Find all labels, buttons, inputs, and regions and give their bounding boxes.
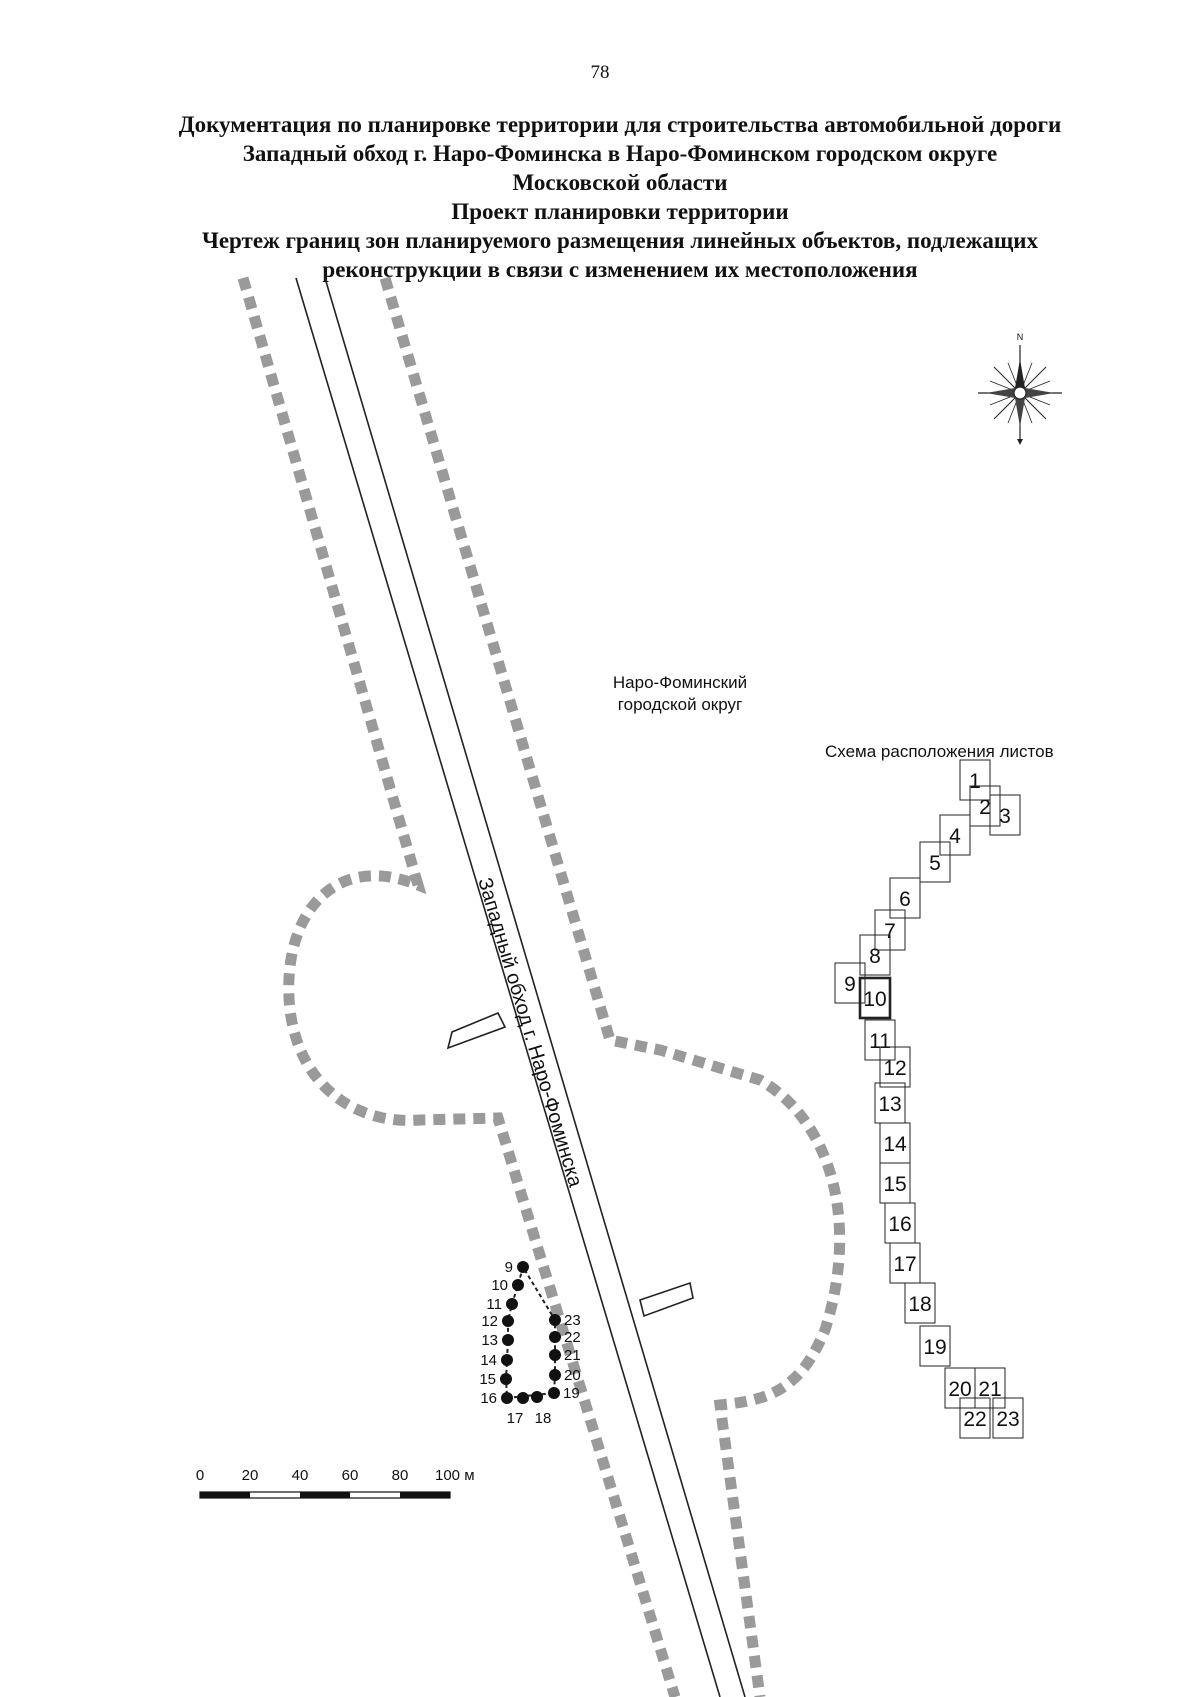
compass-rose-icon: [978, 345, 1062, 445]
sheet-number: 20: [948, 1378, 971, 1401]
sheet-scheme-title: Схема расположения листов: [825, 742, 1054, 761]
point-label: 17: [507, 1410, 524, 1427]
north-label: N: [1017, 332, 1024, 342]
scale-label: 0: [196, 1467, 204, 1484]
boundary-point: [506, 1298, 518, 1310]
boundary-point: [502, 1315, 514, 1327]
scale-bar: [199, 1491, 451, 1499]
district-label-line-2: городской округ: [618, 695, 742, 714]
scale-label: 100 м: [435, 1467, 475, 1484]
sheet-box: [834, 962, 866, 1004]
boundary-point: [548, 1387, 560, 1399]
sheet-box: [939, 814, 971, 856]
scale-label: 80: [392, 1467, 409, 1484]
point-label: 13: [481, 1332, 498, 1349]
title-line-1: Документация по планировке территории дл…: [178, 112, 1062, 137]
boundary-point: [500, 1373, 512, 1385]
page-number: 78: [590, 62, 610, 83]
sheet-box: [992, 1397, 1024, 1439]
sheet-number: 17: [893, 1253, 916, 1276]
boundary-point: [549, 1314, 561, 1326]
point-label: 23: [564, 1312, 581, 1329]
zone-boundary-right: [379, 276, 846, 1697]
sheet-box: [919, 841, 951, 883]
point-label: 10: [491, 1277, 508, 1294]
boundary-point: [501, 1392, 513, 1404]
sheet-number: 5: [929, 852, 941, 875]
sheet-number: 16: [888, 1213, 911, 1236]
sheet-box: [904, 1282, 936, 1324]
road: [295, 277, 746, 1697]
boundary-point: [512, 1279, 524, 1291]
sheet-number: 4: [949, 825, 961, 848]
boundary-point: [549, 1349, 561, 1361]
boundary-point: [502, 1334, 514, 1346]
title-line-2: Западный обход г. Наро-Фоминска в Наро-Ф…: [242, 141, 998, 166]
sheet-number: 8: [869, 945, 881, 968]
point-label: 14: [480, 1352, 497, 1369]
sheet-number: 19: [923, 1336, 946, 1359]
title-line-6: реконструкции в связи с изменением их ме…: [322, 257, 918, 282]
sheet-number: 23: [996, 1408, 1019, 1431]
point-label: 16: [480, 1390, 497, 1407]
boundary-point: [549, 1369, 561, 1381]
boundary-point: [531, 1391, 543, 1403]
sheet-box: [859, 934, 891, 976]
sheet-box: [919, 1325, 951, 1367]
point-label: 12: [481, 1313, 498, 1330]
scale-label: 40: [292, 1467, 309, 1484]
sheet-box: [959, 759, 991, 801]
sheet-box: [969, 785, 1001, 827]
sheet-number: 13: [878, 1093, 901, 1116]
title-line-3: Московской области: [512, 170, 728, 195]
sheet-number: 2: [979, 796, 991, 819]
point-label: 18: [535, 1410, 552, 1427]
title-line-5: Чертеж границ зон планируемого размещени…: [201, 228, 1039, 253]
sheet-number: 3: [999, 805, 1011, 828]
district-label-line-1: Наро-Фоминский: [613, 673, 747, 692]
title-line-4: Проект планировки территории: [451, 199, 789, 224]
sheet-number: 7: [884, 920, 896, 943]
point-label: 20: [564, 1367, 581, 1384]
sheet-number: 21: [978, 1378, 1001, 1401]
point-label: 11: [486, 1296, 502, 1313]
sheet-number: 12: [883, 1057, 906, 1080]
sheet-box: [989, 794, 1021, 836]
sheet-number: 9: [844, 973, 856, 996]
sheet-number: 10: [863, 988, 886, 1011]
scale-label: 60: [342, 1467, 359, 1484]
sheet-number: 18: [908, 1293, 931, 1316]
sheet-number: 1: [969, 770, 981, 793]
boundary-point: [501, 1354, 513, 1366]
point-label: 21: [564, 1347, 581, 1364]
scale-labels: 0 20 40 60 80 100 м: [196, 1467, 475, 1484]
sheet-box: [959, 1397, 991, 1439]
sheet-number: 6: [899, 888, 911, 911]
boundary-point: [549, 1331, 561, 1343]
document-title: Документация по планировке территории дл…: [130, 110, 1110, 284]
boundary-point: [517, 1261, 529, 1273]
point-label: 19: [563, 1385, 580, 1402]
sheet-box: [879, 1046, 911, 1088]
zone-boundary-left: [237, 276, 681, 1697]
scale-label: 20: [242, 1467, 259, 1484]
sheet-number: 15: [883, 1173, 906, 1196]
sheet-number: 22: [963, 1408, 986, 1431]
point-label: 15: [479, 1371, 496, 1388]
boundary-point: [517, 1392, 529, 1404]
sheet-number: 14: [883, 1133, 907, 1156]
point-label: 22: [564, 1329, 581, 1346]
sheet-box: [858, 976, 892, 1020]
point-label: 9: [505, 1259, 513, 1276]
